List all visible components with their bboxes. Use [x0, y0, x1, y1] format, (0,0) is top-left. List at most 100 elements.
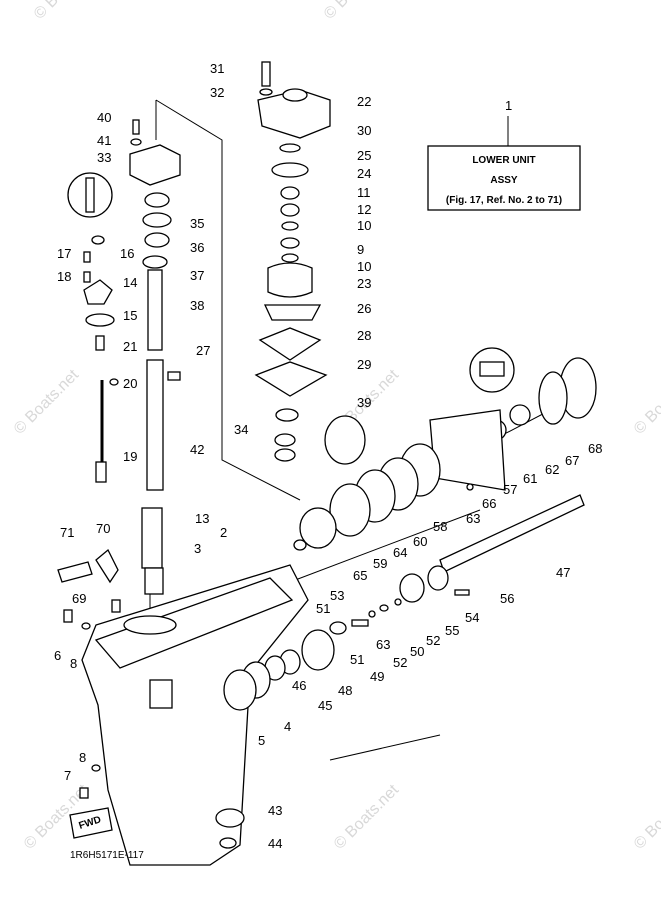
- callout-18: 18: [57, 269, 71, 284]
- callout-54: 54: [465, 610, 479, 625]
- callout-62: 62: [545, 462, 559, 477]
- callout-30: 30: [357, 123, 371, 138]
- callout-58: 58: [433, 519, 447, 534]
- seal-36: [142, 212, 172, 228]
- washer-8-lower: [91, 764, 101, 772]
- shift-pin-48: [329, 621, 347, 635]
- callout-32: 32: [210, 85, 224, 100]
- washer-32: [259, 88, 273, 96]
- callout-63: 63: [376, 637, 390, 652]
- watermark-mid-left: © Boats.net: [11, 366, 83, 438]
- washer-8-upper: [81, 622, 91, 630]
- spring-21: [95, 335, 105, 351]
- bearing-housing-57: [429, 409, 506, 491]
- callout-9: 9: [357, 242, 364, 257]
- callout-66: 66: [482, 496, 496, 511]
- watermark-top-left: © Boats.net: [31, 0, 103, 23]
- callout-13: 13: [195, 511, 209, 526]
- oil-seal-34a: [274, 433, 296, 447]
- callout-8: 8: [70, 656, 77, 671]
- callout-46: 46: [292, 678, 306, 693]
- callout-67: 67: [565, 453, 579, 468]
- callout-70: 70: [96, 521, 110, 536]
- callout-69: 69: [72, 591, 86, 606]
- gasket-29: [254, 361, 328, 397]
- water-pump-stack: [254, 61, 366, 465]
- circlip-67: [538, 371, 568, 425]
- callout-49: 49: [370, 669, 384, 684]
- watermark-bottom-edge: © Boats.net: [631, 781, 661, 853]
- impeller-26: [263, 304, 322, 321]
- figure-code: 1R6H5171E-117: [70, 850, 144, 861]
- callout-61: 61: [523, 471, 537, 486]
- detail-circle-right: [324, 415, 366, 465]
- callout-47: 47: [556, 565, 570, 580]
- callout-12: 12: [357, 202, 371, 217]
- callout-40: 40: [97, 110, 111, 125]
- oil-seal-housing-33: [129, 144, 181, 186]
- assembly-title-line2: ASSY: [490, 175, 518, 186]
- drive-shaft-42: [146, 359, 164, 491]
- assembly-title-line3: (Fig. 17, Ref. No. 2 to 71): [446, 195, 562, 206]
- washer-41: [130, 138, 142, 146]
- trim-tab-71: [57, 561, 93, 583]
- callout-10: 10: [357, 218, 371, 233]
- bolt-31: [261, 61, 271, 87]
- callout-59: 59: [373, 556, 387, 571]
- callout-34: 34: [234, 422, 248, 437]
- watermark-top-right: © Boats.net: [321, 0, 393, 23]
- callout-25: 25: [357, 148, 371, 163]
- callout-50: 50: [410, 644, 424, 659]
- pin-20: [109, 378, 119, 386]
- pinion-gear-43: [215, 808, 245, 828]
- callout-16: 16: [120, 246, 134, 261]
- callout-17: 17: [57, 246, 71, 261]
- needle-bearing-3: [144, 567, 164, 595]
- shift-plunger-49: [351, 619, 369, 627]
- bolt-6: [63, 609, 73, 623]
- outer-plate-28: [258, 327, 322, 361]
- callout-27: 27: [196, 343, 210, 358]
- nut-44: [219, 837, 237, 849]
- ball-52-upper: [394, 598, 402, 606]
- callout-35: 35: [190, 216, 204, 231]
- fwd-arrow-plate: [69, 807, 113, 839]
- callout-36: 36: [190, 240, 204, 255]
- callout-71: 71: [60, 525, 74, 540]
- callout-51: 51: [350, 652, 364, 667]
- callout-51: 51: [316, 601, 330, 616]
- seal-39: [275, 408, 299, 422]
- callout-7: 7: [64, 768, 71, 783]
- propeller-shaft-47: [439, 494, 585, 573]
- lower-casing-2: FWD: [57, 548, 309, 866]
- callout-2: 2: [220, 525, 227, 540]
- callout-26: 26: [357, 301, 371, 316]
- o-ring-38: [142, 255, 168, 269]
- callout-38: 38: [190, 298, 204, 313]
- bolt-18: [83, 271, 91, 283]
- callout-15: 15: [123, 308, 137, 323]
- callout-63: 63: [466, 511, 480, 526]
- callout-20: 20: [123, 376, 137, 391]
- callout-10: 10: [357, 259, 371, 274]
- bushing-13: [141, 507, 163, 569]
- washer-65: [293, 539, 307, 551]
- spring-56: [427, 565, 449, 591]
- callout-39: 39: [357, 395, 371, 410]
- callout-29: 29: [357, 357, 371, 372]
- callout-24: 24: [357, 166, 371, 181]
- seal-35: [144, 192, 170, 208]
- callout-6: 6: [54, 648, 61, 663]
- callout-11: 11: [357, 185, 371, 200]
- callout-43: 43: [268, 803, 282, 818]
- callout-65: 65: [353, 568, 367, 583]
- callout-53: 53: [330, 588, 344, 603]
- callout-55: 55: [445, 623, 459, 638]
- callout-14: 14: [123, 275, 137, 290]
- impeller-housing-23: [267, 262, 313, 298]
- callout-60: 60: [413, 534, 427, 549]
- callout-23: 23: [357, 276, 371, 291]
- seal-12: [280, 203, 300, 217]
- callout-22: 22: [357, 94, 371, 109]
